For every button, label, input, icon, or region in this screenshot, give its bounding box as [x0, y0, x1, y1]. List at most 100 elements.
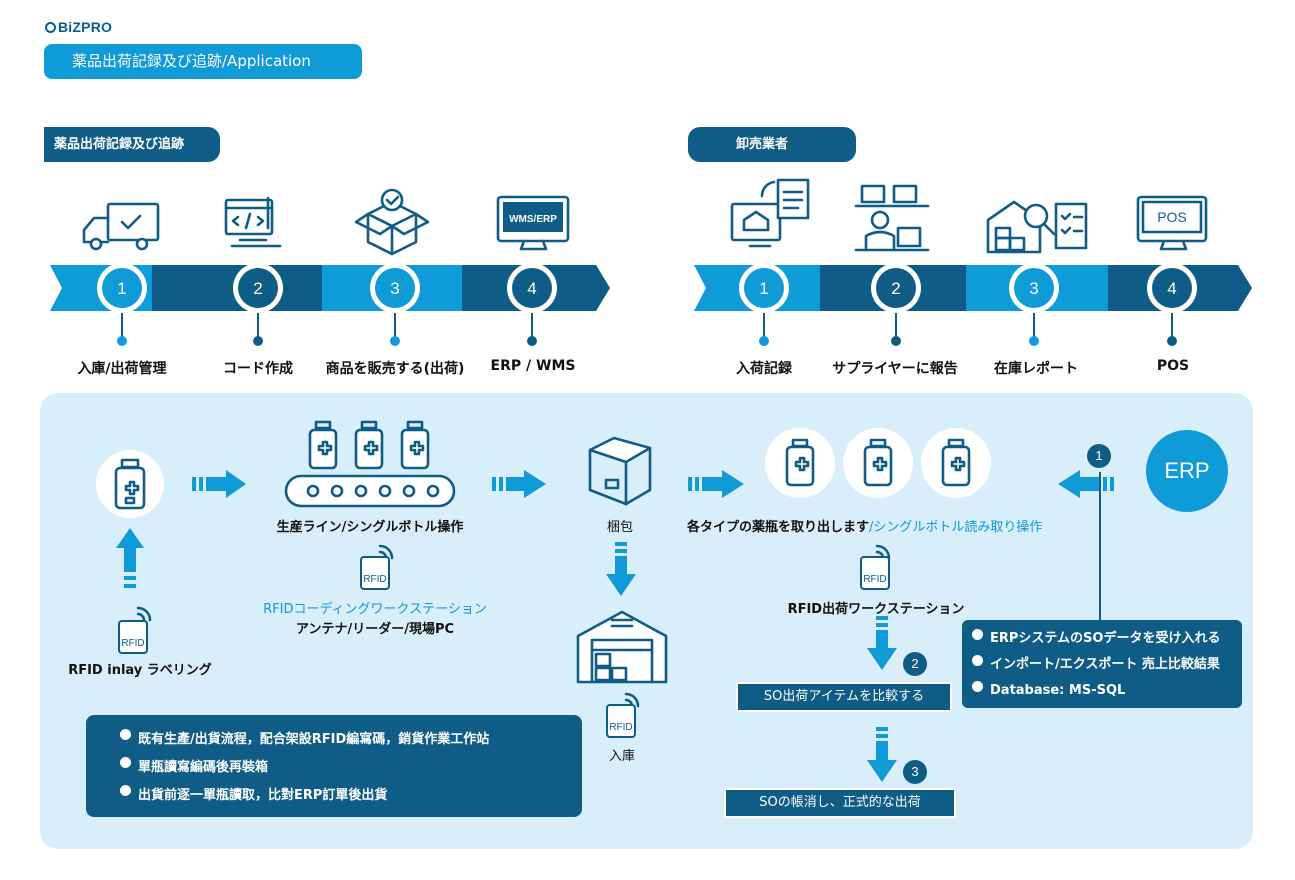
left-step-1-label: 入庫/出荷管理 [77, 361, 167, 377]
right-step-2-label: サプライヤーに報告 [832, 361, 958, 377]
right-step-4-number: 4 [1167, 279, 1176, 298]
left-step-1-number: 1 [117, 279, 126, 298]
line-label: 生産ライン/シングルボトル操作 [276, 520, 464, 535]
process-diagram: 1 2 3 4 1 2 3 4 WMS/ERP [50, 178, 1252, 346]
left-step-markers: 1 2 3 4 [97, 263, 557, 346]
line-bottle-3 [400, 420, 430, 470]
right-step-3-circle [1014, 268, 1054, 308]
right-step-2-dot [891, 336, 901, 346]
right-step-2-number: 2 [891, 279, 900, 298]
ship-station-label: RFID出荷ワークステーション [787, 602, 965, 617]
right-step-1-circle [744, 268, 784, 308]
inlay-label: RFID inlay ラベリング [68, 663, 212, 678]
computer-code-icon [224, 196, 282, 248]
erp-badge: ERP [1146, 430, 1228, 512]
package-box-icon [588, 436, 652, 506]
left-section-title: 薬品出荷記録及び追跡 [44, 127, 220, 162]
pick-label-main: 各タイプの薬瓶を取り出します [687, 520, 870, 535]
page-title: 薬品出荷記録及び追跡/Application [44, 44, 362, 79]
down-arrow-warehouse [606, 542, 636, 596]
right-step-3-label: 在庫レポート [994, 361, 1078, 377]
right-step-4-circle [1152, 268, 1192, 308]
left-step-4-number: 4 [527, 279, 536, 298]
logo: BiZPRO [45, 19, 112, 35]
worker-shelves-icon [854, 184, 930, 252]
rfid-tag-shipping: RFID [860, 556, 890, 590]
monitor-wms-text: WMS/ERP [509, 214, 557, 225]
antenna-label: アンテナ/リーダー/現場PC [295, 622, 455, 637]
monitor-pos-text: POS [1157, 209, 1187, 225]
rfid-tag-inlay: RFID [118, 620, 148, 654]
production-line-icon [284, 420, 456, 508]
step-badge-2: 2 [903, 652, 927, 676]
warehouse-document-icon [730, 178, 810, 248]
warehouse-icon [576, 610, 668, 684]
truck-check-icon [82, 202, 160, 251]
rfid-tag-shipping-text: RFID [863, 574, 887, 585]
right-step-markers: 1 2 3 4 [739, 263, 1197, 346]
warehouse-label: 入庫 [608, 749, 636, 764]
right-step-4-dot [1167, 336, 1177, 346]
box-check-icon [354, 188, 430, 256]
left-step-3-circle [375, 268, 415, 308]
compare-box: SO出荷アイテムを比較する [736, 682, 952, 712]
rfid-tag-coding-text: RFID [363, 574, 387, 585]
left-step-2-number: 2 [253, 279, 262, 298]
right-step-3-dot [1029, 336, 1039, 346]
notes-list: 既有生產/出貨流程，配合架設RFID編寫碼，銷貨作業工作站單瓶讀寫編碼後再裝箱出… [120, 726, 582, 810]
left-step-4-label: ERP / WMS [490, 358, 576, 374]
erp-info-item: Database: MS-SQL [972, 678, 1242, 704]
arrow-right-1 [192, 470, 246, 498]
line-bottle-2 [354, 420, 384, 470]
pack-label: 梱包 [606, 520, 634, 535]
left-step-1-circle [102, 268, 142, 308]
right-step-4-label: POS [1156, 358, 1190, 374]
pick-bottles [765, 428, 991, 498]
left-step-4-dot [527, 336, 537, 346]
rfid-tag-inlay-text: RFID [121, 638, 145, 649]
monitor-wms-icon [496, 195, 570, 251]
pick-label: 各タイプの薬瓶を取り出します/シングルボトル読み取り操作 [687, 516, 1042, 535]
erp-info-item: インポート/エクスポート 売上比較結果 [972, 652, 1242, 678]
up-arrow [116, 528, 144, 588]
step-badge-3: 3 [903, 760, 927, 784]
notes-box: 既有生產/出貨流程，配合架設RFID編寫碼，銷貨作業工作站單瓶讀寫編碼後再裝箱出… [86, 715, 582, 817]
left-step-3-dot [390, 336, 400, 346]
left-step-2-circle [238, 268, 278, 308]
inventory-search-icon [986, 200, 1088, 254]
rfid-tag-coding: RFID [360, 556, 390, 590]
right-step-3-number: 3 [1029, 279, 1038, 298]
arrow-left-erp [1058, 470, 1114, 498]
rfid-tag-warehouse: RFID [606, 704, 636, 738]
rfid-tag-warehouse-text: RFID [609, 722, 633, 733]
left-step-4-circle [512, 268, 552, 308]
medicine-bottle-icon [114, 458, 146, 510]
left-step-3-number: 3 [390, 279, 399, 298]
left-step-2-label: コード作成 [223, 361, 293, 377]
erp-info-item: ERPシステムのSOデータを受け入れる [972, 626, 1242, 652]
note-item: 單瓶讀寫編碼後再裝箱 [120, 754, 582, 782]
note-item: 出貨前逐一單瓶讀取，比對ERP訂單後出貨 [120, 782, 582, 810]
pick-label-blue: /シングルボトル読み取り操作 [869, 520, 1043, 535]
right-section-title: 卸売業者 [688, 127, 856, 162]
left-step-1-dot [117, 336, 127, 346]
step-badge-1: 1 [1087, 444, 1111, 468]
right-step-1-number: 1 [759, 279, 768, 298]
right-step-1-dot [759, 336, 769, 346]
line-bottle-1 [308, 420, 338, 470]
coding-station-label: RFIDコーディングワークステーション [263, 602, 487, 617]
right-step-2-circle [876, 268, 916, 308]
note-item: 既有生產/出貨流程，配合架設RFID編寫碼，銷貨作業工作站 [120, 726, 582, 754]
right-step-1-label: 入荷記録 [736, 361, 792, 377]
left-step-3-label: 商品を販売する(出荷) [325, 361, 465, 377]
arrow-right-2 [492, 470, 546, 498]
down-arrow-compare [867, 616, 897, 670]
left-step-2-dot [253, 336, 263, 346]
final-box: SOの帳消し、正式的な出荷 [724, 788, 956, 818]
down-arrow-final [867, 727, 897, 782]
arrow-right-3 [688, 470, 744, 498]
monitor-pos-icon [1136, 195, 1208, 251]
